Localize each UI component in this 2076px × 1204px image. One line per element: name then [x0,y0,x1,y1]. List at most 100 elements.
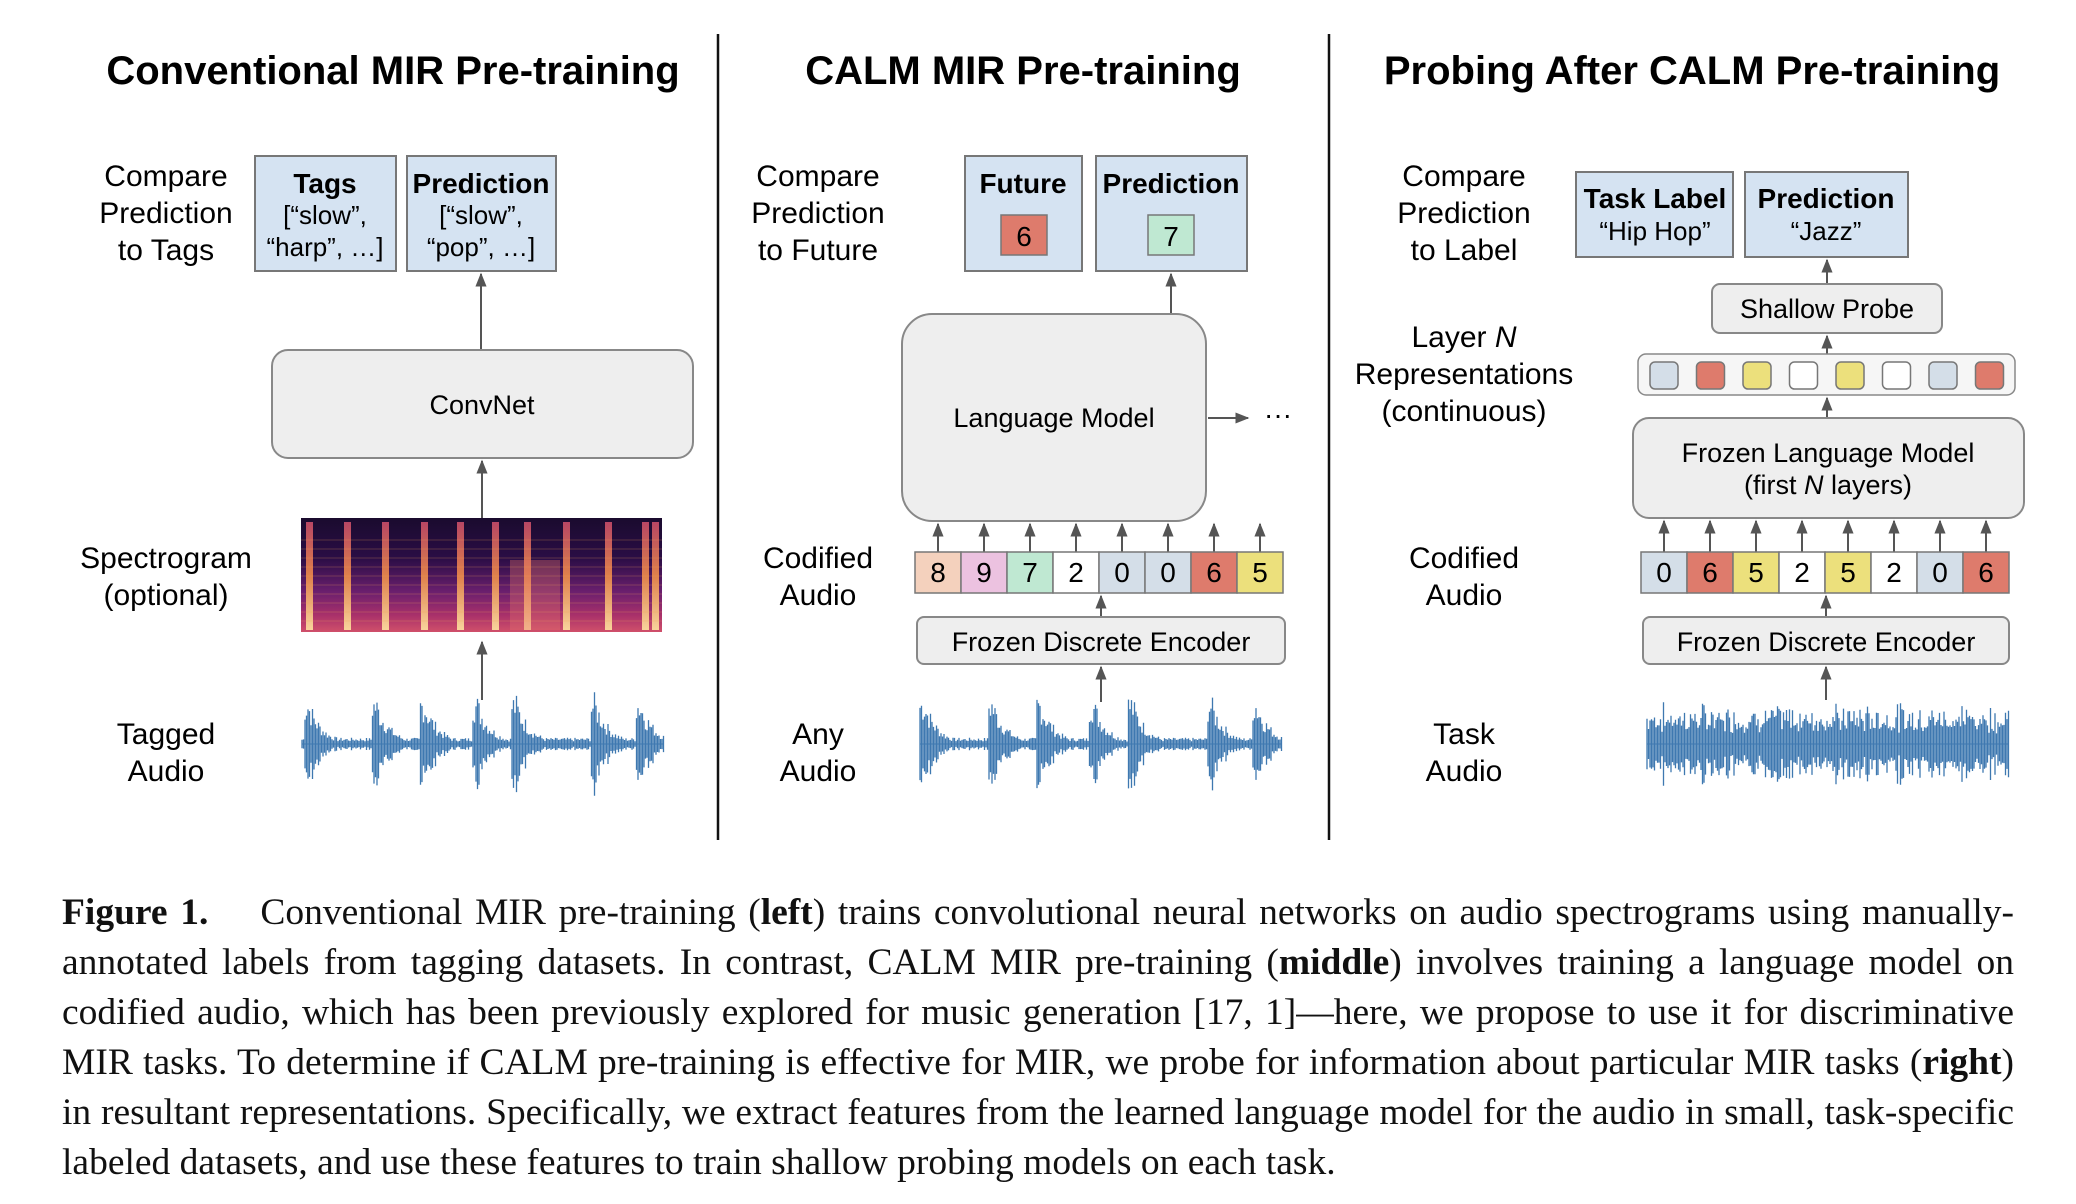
token-value: 5 [1840,557,1856,588]
ellipsis: ··· [1264,399,1292,430]
token-cell [1824,551,1872,594]
svg-text:“Hip Hop”: “Hip Hop” [1599,216,1710,246]
encoder-box: Frozen Discrete Encoder [1642,616,2010,665]
representations-row [1637,353,2016,396]
svg-text:Compare: Compare [756,160,879,193]
svg-text:Codified: Codified [1409,542,1519,575]
svg-text:Tags: Tags [293,168,356,199]
token-cell [1052,551,1100,594]
token-cell [1686,551,1734,594]
token-value: 0 [1932,557,1948,588]
token-value: 9 [976,557,992,588]
spectrogram-image [301,518,662,632]
svg-text:Prediction: Prediction [1397,197,1530,230]
future-box: Future 6 [964,155,1083,272]
waveform-tagged [301,692,665,796]
token-arrows [1658,519,1992,552]
spectrogram-label: Spectrogram (optional) [80,542,252,612]
token-value: 7 [1022,557,1038,588]
convnet-box: ConvNet [271,349,694,459]
panel-conventional: Conventional MIR Pre-training Compare Pr… [80,49,694,796]
svg-text:Compare: Compare [104,160,227,193]
svg-text:7: 7 [1163,221,1179,252]
prediction-box: Prediction 7 [1095,155,1248,272]
token-cell [1190,551,1238,594]
panel-probing: Probing After CALM Pre-training Compare … [1355,49,2025,788]
svg-text:to Label: to Label [1411,234,1518,267]
svg-text:“harp”, …]: “harp”, …] [266,232,383,262]
token-cell [1778,551,1826,594]
svg-text:Prediction: Prediction [751,197,884,230]
svg-text:Prediction: Prediction [1758,183,1895,214]
svg-text:[“slow”,: [“slow”, [439,200,523,230]
svg-text:Task: Task [1433,718,1496,751]
svg-text:Layer N: Layer N [1411,321,1516,354]
svg-text:Language Model: Language Model [953,403,1154,433]
waveform-any [919,697,1283,791]
layer-label: Layer N Representations (continuous) [1355,321,1573,428]
svg-text:ConvNet: ConvNet [429,390,535,420]
svg-text:Spectrogram: Spectrogram [80,542,252,575]
token-cell [1732,551,1780,594]
token-value: 2 [1886,557,1902,588]
token-value: 6 [1206,557,1222,588]
svg-text:Prediction: Prediction [1103,168,1240,199]
audio-label: Any Audio [780,718,857,788]
encoder-box: Frozen Discrete Encoder [916,616,1286,665]
svg-text:“pop”, …]: “pop”, …] [427,232,535,262]
frozen-lm-box: Frozen Language Model (first N layers) [1632,417,2025,519]
compare-label: Compare Prediction to Tags [99,160,232,267]
svg-text:Frozen Discrete Encoder: Frozen Discrete Encoder [1677,627,1976,657]
representation-cell [1974,361,2005,390]
task-label-box: Task Label “Hip Hop” [1575,171,1734,258]
representation-cell [1835,361,1865,390]
svg-text:Tagged: Tagged [117,718,215,751]
svg-text:Representations: Representations [1355,358,1573,391]
token-value: 6 [1702,557,1718,588]
shallow-probe-box: Shallow Probe [1711,283,1943,334]
figure-label: Figure 1. [62,892,209,933]
panel-calm: CALM MIR Pre-training Compare Prediction… [751,49,1292,791]
svg-text:Any: Any [792,718,844,751]
tags-box: Tags [“slow”, “harp”, …] [254,155,397,272]
token-value: 0 [1114,557,1130,588]
codified-label: Codified Audio [763,542,873,612]
representation-cell [1881,361,1912,390]
figure-caption: Figure 1.Conventional MIR pre-training (… [62,892,2014,1183]
svg-text:Task Label: Task Label [1584,183,1727,214]
audio-label: Task Audio [1426,718,1503,788]
svg-text:to Future: to Future [758,234,878,267]
token-cell [1962,551,2010,594]
svg-text:(optional): (optional) [103,579,228,612]
token-value: 0 [1160,557,1176,588]
svg-text:Frozen Language Model: Frozen Language Model [1682,438,1975,468]
representation-cell [1788,361,1819,390]
prediction-box: Prediction [“slow”, “pop”, …] [406,155,557,272]
representation-cell [1695,361,1726,390]
audio-label: Tagged Audio [117,718,215,788]
panel-title: Probing After CALM Pre-training [1384,49,2000,93]
svg-text:Prediction: Prediction [413,168,550,199]
token-value: 6 [1978,557,1994,588]
svg-text:Codified: Codified [763,542,873,575]
svg-text:(first N layers): (first N layers) [1744,470,1912,500]
figure-diagram: Conventional MIR Pre-training Compare Pr… [80,34,2025,840]
svg-text:Audio: Audio [780,579,857,612]
svg-text:(continuous): (continuous) [1381,395,1546,428]
waveform-task [1646,702,2010,786]
token-value: 5 [1252,557,1268,588]
svg-text:“Jazz”: “Jazz” [1791,216,1862,246]
svg-text:6: 6 [1016,221,1032,252]
representation-cell [1649,361,1679,390]
svg-text:Audio: Audio [780,755,857,788]
svg-text:to Tags: to Tags [118,234,214,267]
svg-text:Audio: Audio [1426,755,1503,788]
language-model-box: Language Model [901,313,1207,522]
svg-text:[“slow”,: [“slow”, [283,200,367,230]
svg-text:Shallow Probe: Shallow Probe [1740,294,1914,324]
panel-title: Conventional MIR Pre-training [106,49,679,93]
token-cell [1098,551,1146,594]
representation-cell [1928,361,1958,390]
token-value: 2 [1794,557,1810,588]
